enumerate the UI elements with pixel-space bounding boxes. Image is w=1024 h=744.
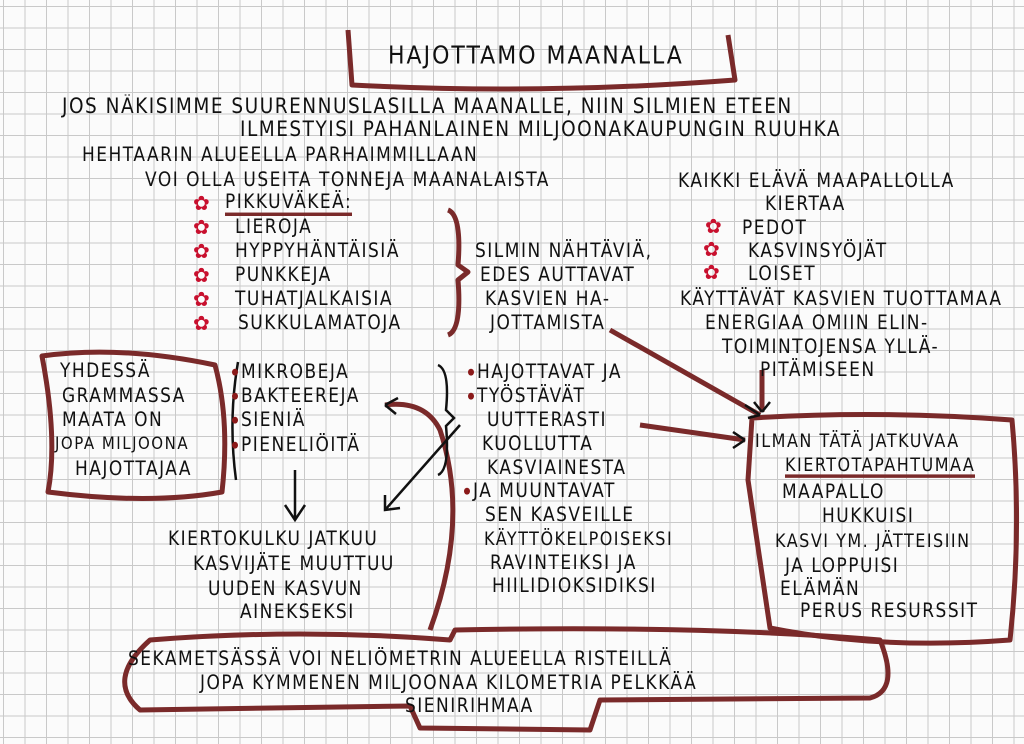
hajottavat-line: KASVIAINESTA (487, 456, 627, 480)
kaikki-item: LOISET (748, 262, 817, 286)
hajottavat-label: JA MUUNTAVAT (473, 479, 616, 503)
hajottavat-line: HAJOTTAVAT JA (468, 360, 622, 384)
pikkuvaki-note: JOTTAMISTA (490, 311, 606, 335)
brace-hajottavat (437, 363, 456, 477)
bullet-icon (468, 368, 474, 376)
pikkuvaki-item: SUKKULAMATOJA (238, 311, 402, 335)
kaikki-after: KÄYTTÄVÄT KASVIEN TUOTTAMAA (680, 287, 1003, 311)
hajottavat-line: RAVINTEIKSI JA (490, 551, 637, 575)
bullet-icon (464, 487, 470, 495)
gram-box-line: MAATA ON (62, 408, 164, 432)
microbe-label: MIKROBEJA (241, 360, 350, 384)
arrow-to-ilman (608, 327, 762, 418)
gram-box-line: GRAMMASSA (62, 384, 186, 408)
kaikki-item: KASVINSYÖJÄT (748, 239, 888, 263)
bottom-blob-outline (122, 626, 891, 733)
bottom-line: JOPA KYMMENEN MILJOONAA KILOMETRIA PELKK… (200, 671, 698, 695)
hajottavat-line: KUOLLUTTA (482, 432, 594, 456)
microbe-item: BAKTEEREJA (232, 384, 360, 408)
gram-box-line: HAJOTTAJAA (75, 457, 193, 481)
flower-icon: ✿ (703, 260, 720, 284)
arrow-down-kiertokulku (283, 470, 307, 523)
bullet-icon (232, 392, 238, 400)
gram-box-outline (39, 349, 228, 501)
bullet-icon (232, 441, 238, 449)
gram-box-line: JOPA MILJOONA (55, 432, 190, 454)
kiertokulku-line: KASVIJÄTE MUUTTUU (193, 552, 395, 576)
ilman-line: ILMAN TÄTÄ JATKUVAA (755, 429, 960, 452)
bullet-icon (232, 416, 238, 424)
title-frame (345, 29, 738, 92)
ilman-line: JA LOPPUISI (785, 554, 900, 578)
flower-icon: ✿ (193, 191, 210, 215)
pikkuvaki-item: HYPPYHÄNTÄISIÄ (235, 239, 400, 263)
flower-icon: ✿ (193, 239, 210, 263)
bottom-line: SIENIRIHMAA (405, 694, 534, 718)
arrowhead-pitamiseen (753, 401, 771, 413)
hajottavat-line: JA MUUNTAVAT (464, 479, 616, 503)
microbe-label: SIENIÄ (241, 408, 306, 432)
hajottavat-label: TYÖSTÄVÄT (477, 384, 586, 408)
microbe-item: PIENELIÖITÄ (232, 433, 361, 457)
flower-icon: ✿ (193, 287, 210, 311)
hajottavat-line: SEN KASVEILLE (485, 503, 635, 527)
ilman-line: KASVI YM. JÄTTEISIIN (775, 529, 971, 552)
page-title: HAJOTTAMO MAANALLA (388, 41, 684, 71)
kaikki-after: PITÄMISEEN (760, 358, 876, 382)
hajottavat-line: UUTTERASTI (487, 408, 608, 432)
flower-icon: ✿ (705, 214, 722, 238)
microbe-item: MIKROBEJA (232, 360, 350, 384)
pikkuvaki-note: SILMIN NÄHTÄVIÄ, (475, 239, 653, 263)
intro-line: VOI OLLA USEITA TONNEJA MAANALAISTA (145, 168, 550, 192)
arrow-uutterasti (639, 422, 746, 443)
bullet-icon (232, 368, 238, 376)
ilman-line: ELÄMÄN (780, 577, 861, 601)
hajottavat-line: KÄYTTÖKELPOISEKSI (484, 527, 674, 550)
hajottavat-line: HIILIDIOKSIDIKSI (492, 574, 657, 598)
gram-box-line: YHDESSÄ (60, 359, 152, 383)
intro-line: ILMESTYISI PAHANLAINEN MILJOONAKAUPUNGIN… (240, 117, 842, 142)
intro-line: HEHTAARIN ALUEELLA PARHAIMMILLAAN (82, 143, 479, 167)
pikkuvaki-item: TUHATJALKAISIA (235, 287, 394, 311)
arrowhead-uutterasti (732, 430, 746, 450)
hajottavat-label: HAJOTTAVAT JA (477, 360, 622, 384)
bottom-line: SEKAMETSÄSSÄ VOI NELIÖMETRIN ALUEELLA RI… (128, 647, 673, 671)
pikkuvaki-item: LIEROJA (235, 215, 313, 239)
flower-icon: ✿ (703, 237, 720, 261)
pikkuvaki-item: PUNKKEJA (235, 263, 332, 287)
ilman-line: HUKKUISI (822, 504, 915, 528)
microbe-item: SIENIÄ (232, 408, 306, 432)
flower-icon: ✿ (193, 215, 210, 239)
kiertokulku-line: KIERTOKULKU JATKUU (168, 527, 379, 551)
intro-line: JOS NÄKISIMME SUURENNUSLASILLA MAANALLE,… (62, 94, 793, 119)
hajottavat-line: TYÖSTÄVÄT (468, 384, 586, 408)
arrowhead-sienia (384, 396, 399, 415)
flower-icon: ✿ (193, 263, 210, 287)
kaikki-item: PEDOT (742, 216, 808, 240)
kiertokulku-line: UUDEN KASVUN (208, 577, 363, 601)
ilman-line: MAAPALLO (782, 480, 885, 504)
kiertokulku-line: AINEKSEKSI (240, 600, 355, 624)
kaikki-line: KIERTAA (765, 192, 846, 216)
brace-pikkuvaki (446, 207, 471, 338)
ilman-line: KIERTOTAPAHTUMAA (785, 455, 976, 478)
bullet-icon (468, 392, 474, 400)
arrowhead-ilman (744, 403, 761, 420)
arrow-cross-to-kiertokulku (383, 424, 461, 512)
ilman-box-outline (745, 411, 1020, 646)
kaikki-after: TOIMINTOJENSA YLLÄ- (722, 335, 940, 359)
kaikki-line: KAIKKI ELÄVÄ MAAPALLOLLA (678, 169, 955, 193)
cycle-arrow-line (384, 401, 456, 631)
flower-icon: ✿ (193, 311, 210, 335)
pikkuvaki-note: EDES AUTTAVAT (480, 263, 636, 287)
ilman-line: PERUS RESURSSIT (800, 599, 979, 623)
pikkuvaki-heading: PIKKUVÄKEÄ: (225, 192, 353, 216)
microbe-label: PIENELIÖITÄ (241, 433, 361, 457)
kaikki-after: ENERGIAA OMIIN ELIN- (705, 311, 929, 335)
microbe-label: BAKTEEREJA (241, 384, 360, 408)
pikkuvaki-note: KASVIEN HA- (485, 287, 611, 311)
